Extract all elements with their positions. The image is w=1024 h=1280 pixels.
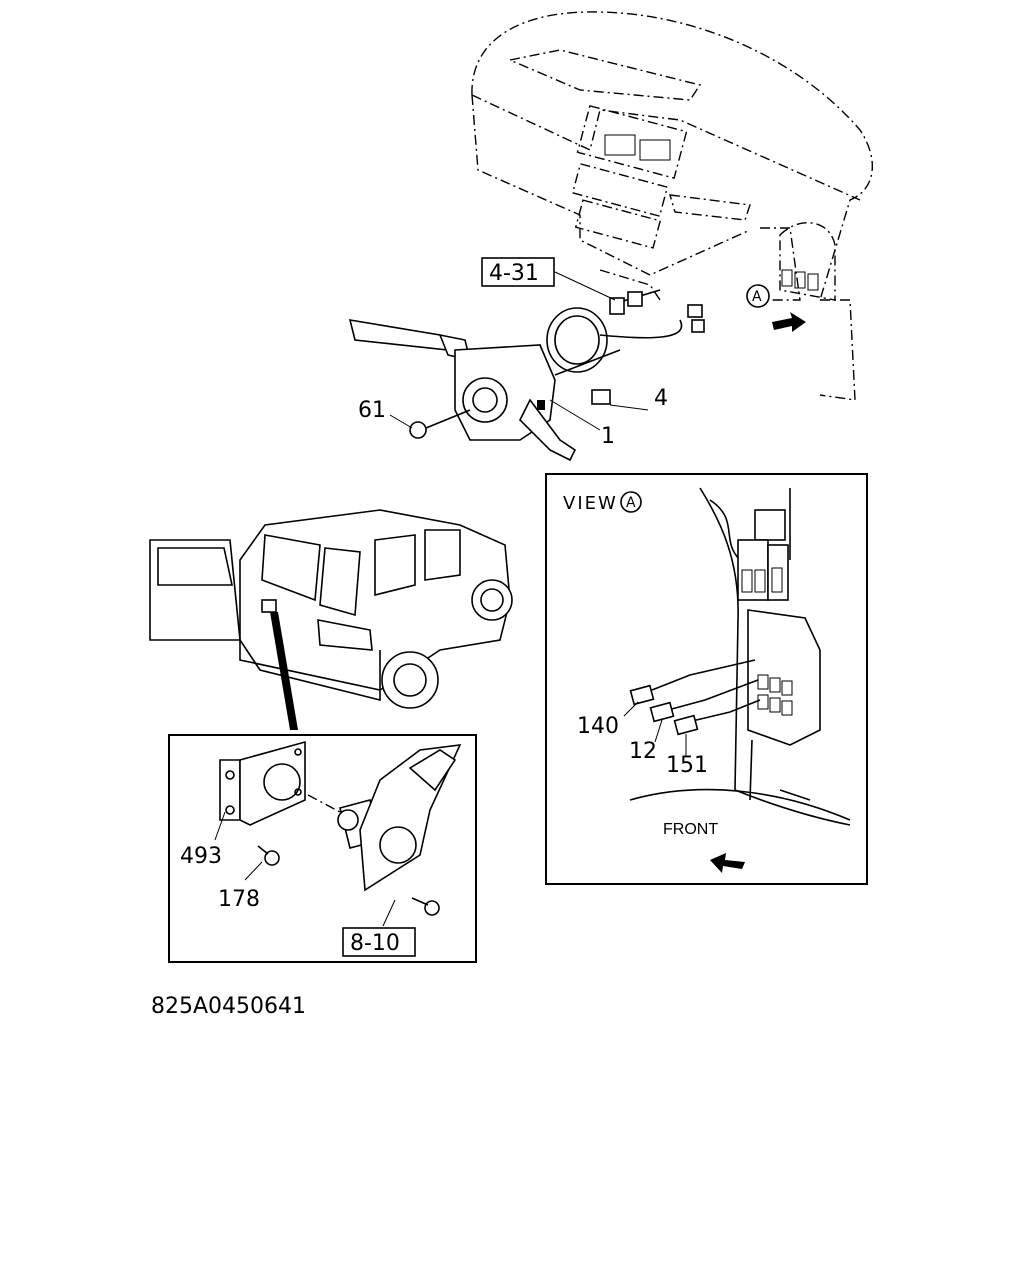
vehicle-illustration bbox=[149, 509, 513, 730]
leader-lines-top bbox=[389, 271, 649, 431]
part-label-4: 4 bbox=[654, 386, 668, 411]
view-a-circle bbox=[620, 491, 642, 513]
view-a-marker-top-text: A bbox=[752, 289, 762, 305]
combination-switch bbox=[348, 289, 705, 462]
leader-lines-view-a bbox=[623, 701, 687, 756]
view-a-title: VIEW bbox=[563, 493, 618, 514]
part-label-140: 140 bbox=[577, 714, 619, 739]
detail-frame bbox=[168, 734, 477, 963]
bracket-assembly bbox=[219, 740, 462, 916]
dashboard-phantom bbox=[471, 11, 874, 401]
part-label-493: 493 bbox=[180, 844, 222, 869]
arrow-icon bbox=[772, 312, 806, 332]
ref-box-8-10 bbox=[342, 927, 416, 957]
ref-box-4-31 bbox=[481, 257, 555, 287]
front-label: FRONT bbox=[663, 821, 718, 838]
ref-label-4-31: 4-31 bbox=[489, 261, 539, 286]
view-a-marker-top: A bbox=[746, 284, 806, 332]
leader-lines-detail bbox=[214, 811, 396, 927]
part-label-178: 178 bbox=[218, 887, 260, 912]
part-label-1: 1 bbox=[601, 424, 615, 449]
drawing-number: 825A0450641 bbox=[151, 994, 306, 1019]
ref-label-8-10: 8-10 bbox=[350, 931, 400, 956]
part-label-61: 61 bbox=[358, 398, 386, 423]
front-arrow-icon bbox=[710, 853, 745, 873]
view-a-title-marker: A bbox=[626, 495, 636, 511]
part-label-12: 12 bbox=[629, 739, 657, 764]
view-a-frame bbox=[545, 473, 868, 885]
part-label-151: 151 bbox=[666, 753, 708, 778]
junction-block-assembly bbox=[629, 487, 851, 826]
